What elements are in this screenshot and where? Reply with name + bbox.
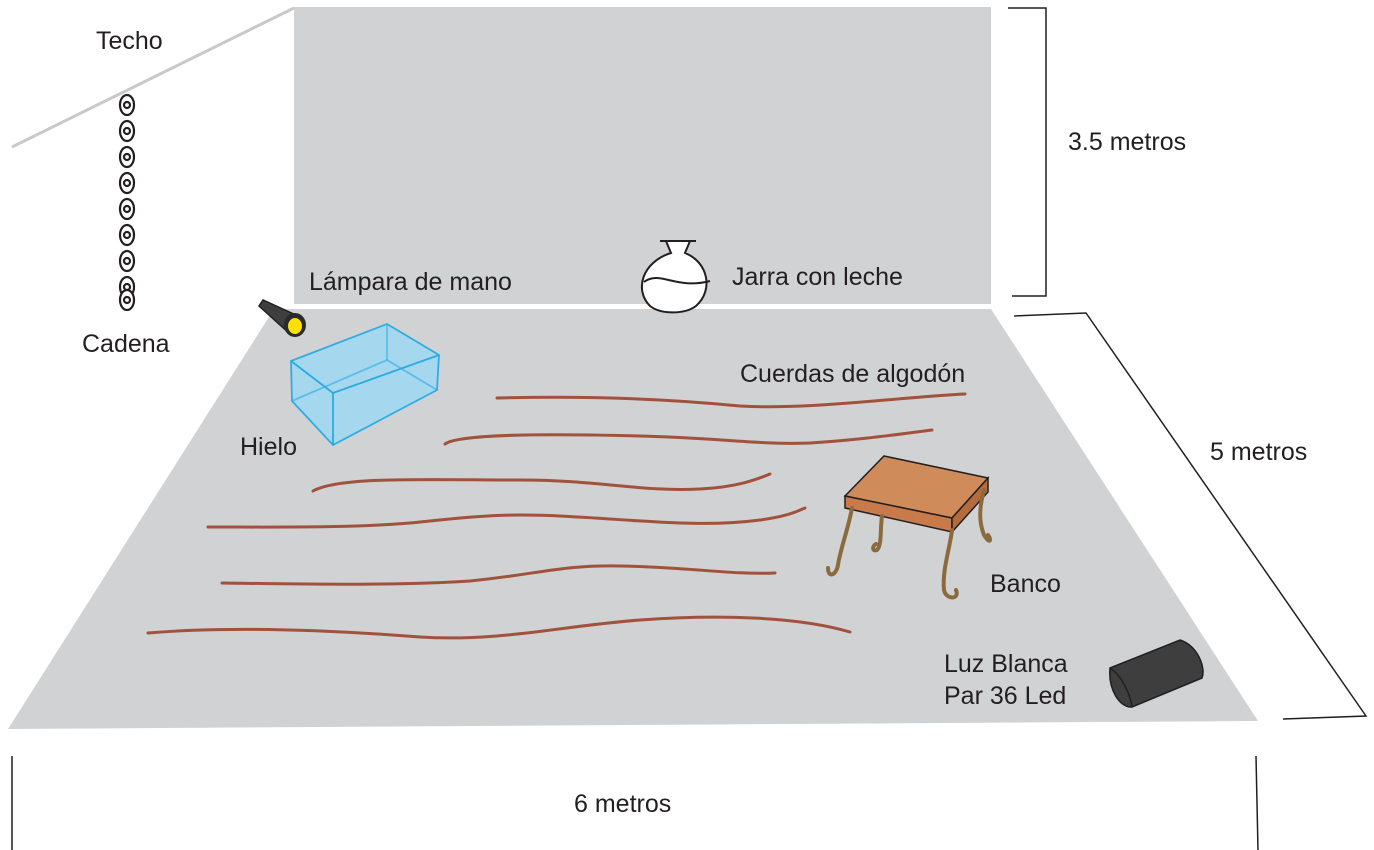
label-flashlight: Lámpara de mano — [309, 268, 512, 296]
rope-3 — [311, 472, 772, 493]
label-bench: Banco — [990, 570, 1061, 598]
rope-6 — [146, 615, 852, 640]
label-width: 6 metros — [574, 790, 671, 818]
ice-block-icon — [290, 323, 440, 447]
flashlight-icon — [258, 299, 306, 337]
height-bracket — [1008, 7, 1047, 297]
depth-bracket — [1013, 312, 1368, 720]
led-light-icon — [1109, 639, 1204, 708]
rope-2 — [443, 428, 934, 446]
label-ceiling: Techo — [96, 27, 163, 55]
rope-5 — [220, 564, 777, 586]
label-ice: Hielo — [240, 433, 297, 461]
ceiling-line — [11, 6, 295, 149]
rope-4 — [206, 506, 807, 529]
label-light-line1: Luz Blanca — [944, 650, 1068, 678]
label-chain: Cadena — [82, 330, 170, 358]
chain-icon — [118, 93, 136, 312]
label-height: 3.5 metros — [1068, 128, 1186, 156]
width-tick-right — [1255, 755, 1259, 850]
rope-group — [146, 392, 967, 640]
bench-icon — [826, 455, 993, 600]
rope-1 — [495, 392, 967, 409]
back-wall — [294, 7, 991, 304]
label-depth: 5 metros — [1210, 438, 1307, 466]
jar-icon — [640, 240, 711, 314]
label-ropes: Cuerdas de algodón — [740, 360, 965, 388]
label-light-line2: Par 36 Led — [944, 682, 1066, 710]
label-jar: Jarra con leche — [732, 263, 903, 291]
